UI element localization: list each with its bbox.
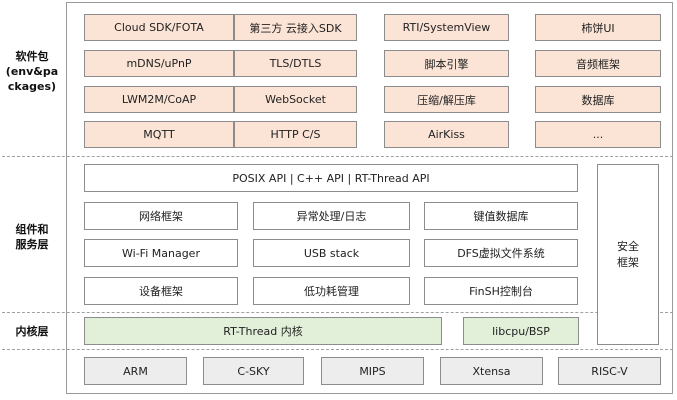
arch-box-arm: ARM <box>84 357 187 385</box>
package-box: TLS/DTLS <box>234 50 357 77</box>
package-box: ... <box>535 121 661 148</box>
service-box: DFS虚拟文件系统 <box>424 239 578 267</box>
arch-box-riscv: RISC-V <box>558 357 661 385</box>
package-box: 音频框架 <box>535 50 661 77</box>
layer-label-kernel: 内核层 <box>0 324 64 339</box>
label-line: ckages) <box>7 80 57 93</box>
service-box: FinSH控制台 <box>424 277 578 305</box>
service-box: 设备框架 <box>84 277 238 305</box>
architecture-frame <box>66 2 673 394</box>
libcpu-bsp-box: libcpu/BSP <box>463 317 579 345</box>
label-line: 组件和 <box>15 223 49 236</box>
service-box: 低功耗管理 <box>253 277 410 305</box>
layer-label-services: 组件和 服务层 <box>0 222 64 252</box>
package-box: MQTT <box>84 121 234 148</box>
label-line: (env&pa <box>5 65 59 78</box>
layer-separator <box>2 156 673 157</box>
arch-box-xtensa: Xtensa <box>440 357 543 385</box>
package-box: 压缩/解压库 <box>384 86 509 113</box>
api-bar: POSIX API | C++ API | RT-Thread API <box>84 164 578 192</box>
layer-label-packages: 软件包 (env&pa ckages) <box>0 49 64 94</box>
rtthread-kernel-box: RT-Thread 内核 <box>84 317 442 345</box>
label-line: 软件包 <box>15 50 49 63</box>
service-box: Wi-Fi Manager <box>84 239 238 267</box>
service-box: 异常处理/日志 <box>253 202 410 230</box>
package-box: LWM2M/CoAP <box>84 86 234 113</box>
security-label-line: 安全 <box>617 239 639 253</box>
layer-separator <box>2 349 673 350</box>
package-box: 第三方 云接入SDK <box>234 14 357 41</box>
layer-separator <box>2 312 673 313</box>
service-box: 网络框架 <box>84 202 238 230</box>
package-box: HTTP C/S <box>234 121 357 148</box>
label-line: 服务层 <box>15 238 49 251</box>
package-box: RTI/SystemView <box>384 14 509 41</box>
package-box: mDNS/uPnP <box>84 50 234 77</box>
package-box: AirKiss <box>384 121 509 148</box>
package-box: 柿饼UI <box>535 14 661 41</box>
package-box: 数据库 <box>535 86 661 113</box>
package-box: Cloud SDK/FOTA <box>84 14 234 41</box>
arch-box-mips: MIPS <box>321 357 424 385</box>
security-framework-box: 安全 框架 <box>597 164 659 345</box>
label-line: 内核层 <box>15 325 49 338</box>
package-box: 脚本引擎 <box>384 50 509 77</box>
security-label-line: 框架 <box>617 255 639 269</box>
package-box: WebSocket <box>234 86 357 113</box>
arch-box-csky: C-SKY <box>203 357 304 385</box>
service-box: 键值数据库 <box>424 202 578 230</box>
service-box: USB stack <box>253 239 410 267</box>
